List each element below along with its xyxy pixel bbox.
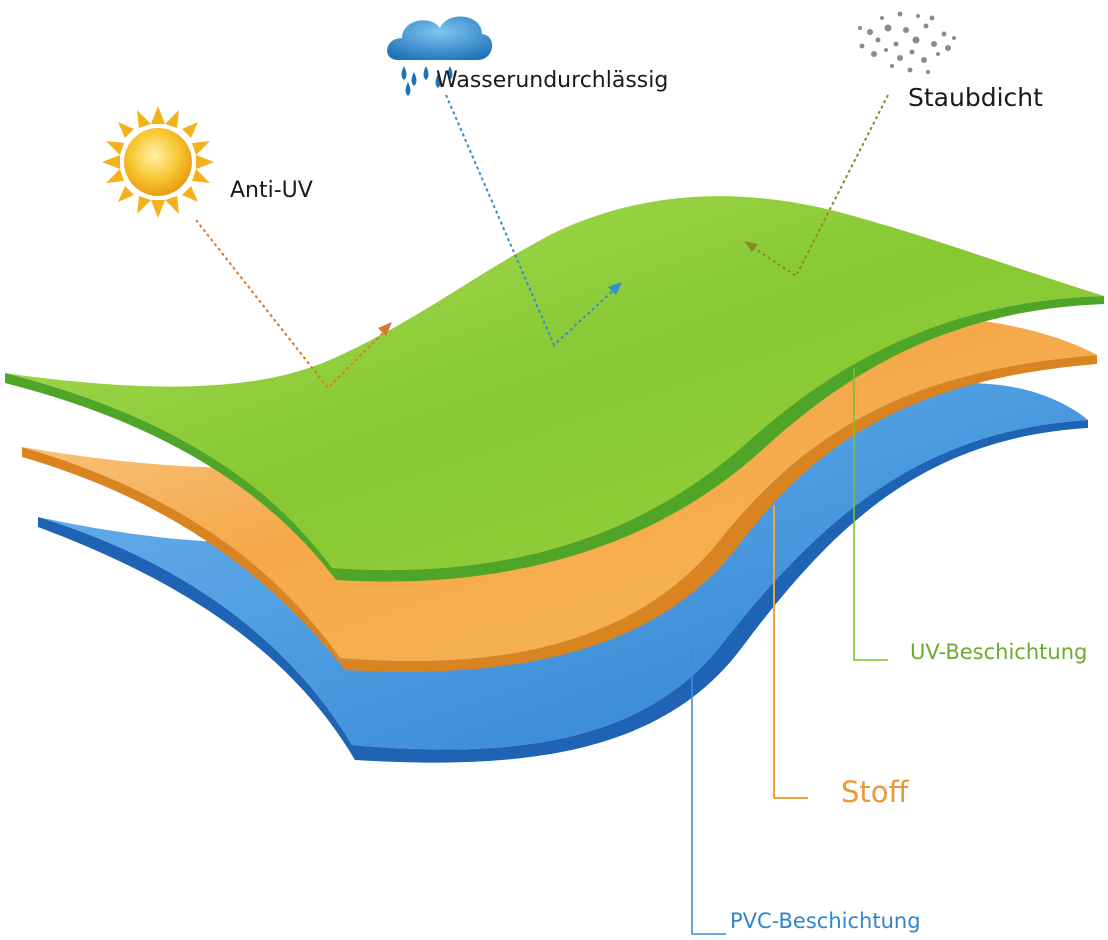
pvc-coating-label: PVC-Beschichtung [730, 909, 921, 933]
dustproof-label: Staubdicht [908, 83, 1043, 112]
fabric-leader [773, 505, 808, 799]
pvc-leader [691, 648, 726, 935]
dustproof-arrow [747, 94, 889, 278]
uv-coating-label: UV-Beschichtung [910, 640, 1088, 664]
rain-cloud-icon [387, 16, 493, 96]
sun-icon [102, 106, 214, 218]
waterproof-arrow [445, 94, 619, 347]
uv-coating-layer [5, 196, 1104, 582]
uv-coating-leader [853, 368, 888, 661]
dustproof-arrowhead [744, 241, 758, 252]
fabric-label: Stoff [841, 775, 909, 809]
waterproof-label: Wasserundurchlässig [436, 68, 669, 93]
anti-uv-arrowhead [378, 322, 392, 336]
anti-uv-label: Anti-UV [230, 178, 313, 203]
waterproof-arrowhead [608, 282, 622, 295]
dust-icon [858, 11, 956, 74]
anti-uv-arrow [195, 219, 389, 390]
